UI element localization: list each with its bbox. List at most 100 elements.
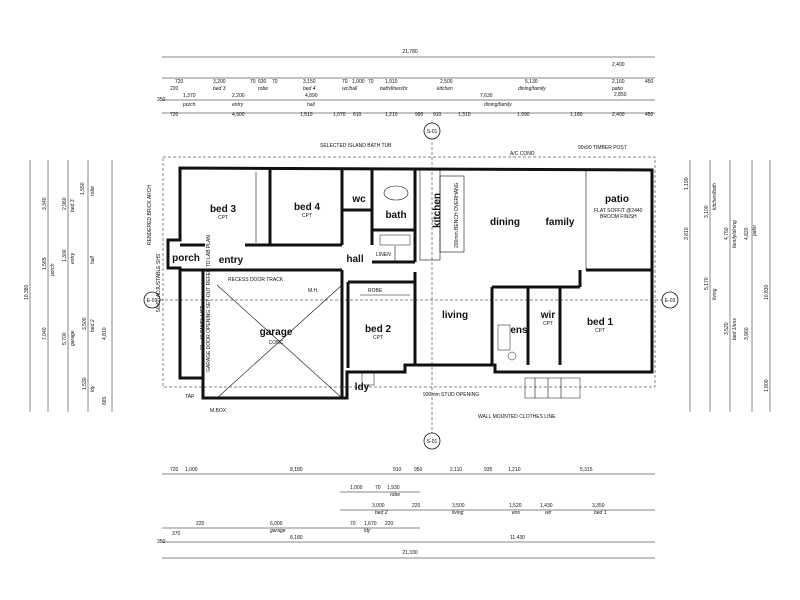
dim: 70 xyxy=(350,521,356,527)
room-labels: bed 3 CPT bed 4 CPT wc bath kitchen dini… xyxy=(172,193,629,393)
dim-label: bed 3 xyxy=(213,86,226,92)
dim: 2,500 xyxy=(440,79,453,85)
dim: 70 xyxy=(342,79,348,85)
dim: 1,300 xyxy=(62,249,68,262)
overall-right-dim: 10,830 xyxy=(764,284,770,300)
section-marker-bottom[interactable]: S-01 xyxy=(423,432,441,450)
dim: 3,150 xyxy=(303,79,316,85)
dim: 720 xyxy=(175,79,184,85)
dim-label: living xyxy=(452,510,464,516)
room-wc: wc xyxy=(351,194,366,205)
dim-label: wc/hall xyxy=(342,86,358,92)
note-recess-door: RECESS DOOR TRACK xyxy=(228,277,284,283)
dim: 2,160 xyxy=(612,79,625,85)
dim-label: patio xyxy=(752,225,758,237)
dim-label: ldy xyxy=(364,528,371,534)
annotations: SELECTED ISLAND BATH TUB 90x90 TIMBER PO… xyxy=(147,143,643,420)
dim: 1,210 xyxy=(508,467,521,473)
section-label: S-01 xyxy=(427,439,438,445)
dim: 220 xyxy=(196,521,205,527)
dim: 4,900 xyxy=(232,112,245,118)
note-timber-post: 90x90 TIMBER POST xyxy=(578,145,627,151)
dim-label: kitchen xyxy=(437,86,453,92)
dim: 3,960 xyxy=(744,327,750,340)
room-hall: hall xyxy=(346,254,363,265)
note-flat-soffit: FLAT SOFFIT @2440 xyxy=(594,208,643,214)
dim: 1,190 xyxy=(684,177,690,190)
dim-label: entry xyxy=(70,252,76,264)
dim-label: robe xyxy=(90,186,96,196)
dim-label: living xyxy=(712,288,718,300)
fixtures xyxy=(216,185,581,399)
dim: 70 xyxy=(368,79,374,85)
note-adjustable-shs: 50x50 ADJUSTABLE SHS xyxy=(156,253,162,312)
dim: 1,000 xyxy=(352,79,365,85)
note-clothes-line: WALL MOUNTED CLOTHES LINE xyxy=(478,414,556,420)
room-patio: patio xyxy=(605,194,629,205)
elevation-label: E-03 xyxy=(665,298,676,304)
elevation-label: E-01 xyxy=(147,298,158,304)
dim: 220 xyxy=(385,521,394,527)
dim: 2,200 xyxy=(232,93,245,99)
dim: 5,700 xyxy=(62,332,68,345)
dim: 1,520 xyxy=(509,503,522,509)
dim: 2,850 xyxy=(614,92,627,98)
dim: 1,180 xyxy=(570,112,583,118)
dim: 1,310 xyxy=(458,112,471,118)
section-marker-top[interactable]: S-01 xyxy=(423,122,441,140)
dim: 2,400 xyxy=(612,62,625,68)
dim-label: patio xyxy=(611,86,623,92)
dim: 1,430 xyxy=(540,503,553,509)
dim-label: porch xyxy=(50,263,56,277)
note-mh: M.H. xyxy=(308,288,319,294)
dim-label: bed 4 xyxy=(303,86,316,92)
note-rendered-arch: RENDERED BRICK ARCH xyxy=(147,185,153,245)
overall-left-dim: 10,380 xyxy=(24,284,30,300)
room-bed3: bed 3 xyxy=(210,204,237,215)
dim: 720 xyxy=(170,467,179,473)
note-panel-lift: 21 - 48 PANEL LIFT xyxy=(200,306,206,350)
room-dining: dining xyxy=(490,217,520,228)
room-garage-sub: CONC xyxy=(269,340,284,346)
room-bed4: bed 4 xyxy=(294,202,321,213)
dim: 935 xyxy=(484,467,493,473)
dim: 70 xyxy=(375,485,381,491)
note-bath-tub: SELECTED ISLAND BATH TUB xyxy=(320,143,392,149)
dim: 8,180 xyxy=(290,467,303,473)
room-wir: wir xyxy=(540,310,556,321)
dim-label: bed 2 xyxy=(375,510,388,516)
dim-label: dining/family xyxy=(484,102,512,108)
dim: 990 xyxy=(415,112,424,118)
dim: 1,370 xyxy=(183,93,196,99)
dim: 350 xyxy=(157,97,166,103)
dim-label: ldy xyxy=(90,385,96,392)
note-broom-finish: BROOM FINISH xyxy=(600,214,637,220)
dim-label: entry xyxy=(232,102,244,108)
dim: 3,500 xyxy=(452,503,465,509)
dim: 3,000 xyxy=(372,503,385,509)
elevation-marker-right[interactable]: E-03 xyxy=(661,291,679,309)
right-dimensions: 10,830 1,190 3,100 4,750 4,820 3,810 5,1… xyxy=(684,160,771,412)
dim: 3,500 xyxy=(82,317,88,330)
dim: 4,820 xyxy=(744,227,750,240)
dim: 1,910 xyxy=(385,79,398,85)
dim: 5,315 xyxy=(580,467,593,473)
room-bed1: bed 1 xyxy=(587,317,614,328)
walls xyxy=(162,156,656,400)
dim: 630 xyxy=(258,79,267,85)
dim: 220 xyxy=(412,503,421,509)
elevation-marker-left[interactable]: E-01 xyxy=(143,291,161,309)
note-garage-door: GARAGE DOOR OPENING SET-OUT REFER TO LAB… xyxy=(206,235,212,372)
dim-label: garage xyxy=(270,528,286,534)
room-bed3-sub: CPT xyxy=(218,215,228,221)
dim: 910 xyxy=(393,467,402,473)
dim: 1,670 xyxy=(364,521,377,527)
section-markers: S-01 S-01 E-01 E-03 xyxy=(143,122,679,450)
dim: 1,000 xyxy=(350,485,363,491)
dim-label: bed 1/ens xyxy=(732,318,738,340)
dim: 1,930 xyxy=(387,485,400,491)
dim: 1,530 xyxy=(82,377,88,390)
dim-label: bath/linen/br xyxy=(380,86,408,92)
top-dimensions: 21,780 720 3,200 70 630 70 3,150 70 1,00… xyxy=(157,49,655,118)
